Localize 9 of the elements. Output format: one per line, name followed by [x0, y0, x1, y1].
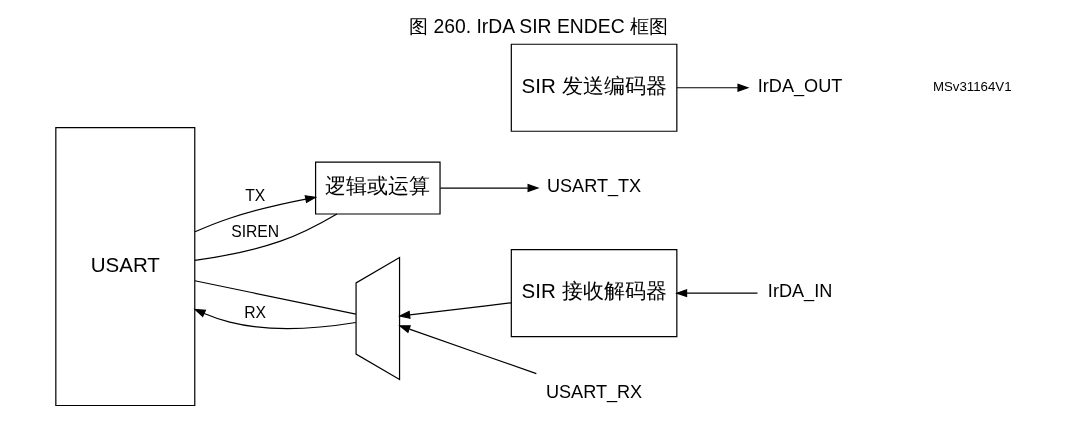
edge-label: TX: [244, 186, 265, 204]
node-text: IrDA_IN: [767, 281, 832, 302]
label: MSv31164V1: [932, 79, 1012, 95]
diagram-title: 图 260. IrDA SIR ENDEC 框图: [408, 16, 668, 38]
node-text: USART_RX: [545, 381, 642, 402]
edge-label: RX: [243, 303, 266, 321]
edge-label: SIREN: [230, 222, 279, 240]
node-text: IrDA_OUT: [757, 75, 842, 96]
node-text: USART_TX: [546, 176, 641, 197]
